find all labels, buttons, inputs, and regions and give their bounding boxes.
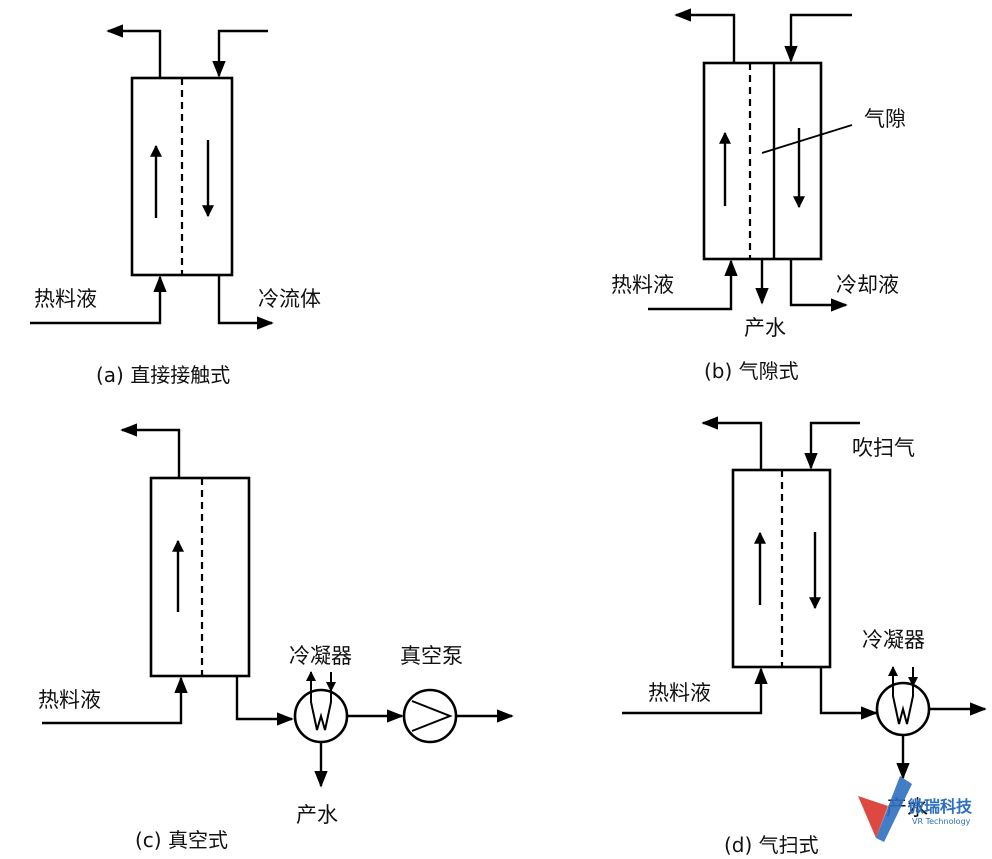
panel-c: 热料液 冷凝器 真空泵 产水 (c) 真空式: [38, 423, 514, 852]
panel-b: 气隙 热料液 冷却液 产水 (b) 气隙式: [611, 8, 906, 383]
label-water-b: 产水: [744, 316, 786, 340]
condenser-coil-d: [892, 670, 914, 725]
module-b: [702, 61, 823, 261]
watermark-logo: 微瑞科技 VR Technology: [858, 776, 973, 842]
hot-outlet-arrow-c: [120, 423, 181, 478]
condenser-coil-c: [310, 675, 332, 731]
caption-b: (b) 气隙式: [704, 359, 799, 383]
gas-line-d: [819, 667, 878, 720]
cold-inlet-arrow-a: [212, 29, 268, 78]
logo-blue-mark: [876, 776, 912, 842]
label-water-c: 产水: [296, 803, 338, 827]
hot-inlet-arrow-b: [648, 259, 738, 311]
cool-outlet-arrow-b: [789, 259, 848, 312]
module-c: [149, 476, 251, 678]
label-hot-c: 热料液: [38, 688, 101, 712]
label-condenser-d: 冷凝器: [862, 628, 925, 652]
hot-outlet-arrow-a: [106, 24, 162, 78]
label-cold-a: 冷流体: [258, 287, 321, 311]
caption-c: (c) 真空式: [135, 828, 228, 852]
panel-a: 热料液 冷流体 (a) 直接接触式: [30, 24, 321, 387]
hot-inlet-arrow-d: [622, 667, 768, 715]
watermark-sub: VR Technology: [912, 817, 971, 826]
label-condenser-c: 冷凝器: [289, 644, 352, 668]
sweep-inlet-arrow-d: [804, 421, 860, 470]
hot-inlet-arrow-a: [30, 275, 167, 325]
label-gap-b: 气隙: [864, 107, 906, 131]
label-sweep-d: 吹扫气: [852, 436, 915, 460]
hot-outlet-arrow-d: [701, 416, 763, 470]
gap-pointer-line: [761, 124, 853, 154]
vacuum-pump-symbol: [411, 700, 453, 732]
label-cool-b: 冷却液: [836, 273, 899, 297]
cold-outlet-arrow-a: [217, 275, 274, 330]
label-hot-a: 热料液: [34, 287, 97, 311]
hot-inlet-arrow-c: [42, 676, 188, 725]
caption-a: (a) 直接接触式: [96, 363, 230, 387]
vapor-line-c: [235, 676, 294, 726]
caption-d: (d) 气扫式: [724, 833, 819, 857]
label-hot-d: 热料液: [648, 681, 711, 705]
panel-d: 吹扫气 热料液 冷凝器 产水 (d) 气扫式: [622, 416, 987, 857]
watermark-name: 微瑞科技: [907, 797, 973, 816]
label-hot-b: 热料液: [611, 273, 674, 297]
label-pump-c: 真空泵: [400, 644, 463, 668]
hot-outlet-arrow-b: [674, 8, 736, 63]
logo-red-mark: [858, 796, 888, 838]
cool-inlet-arrow-b: [784, 13, 852, 63]
